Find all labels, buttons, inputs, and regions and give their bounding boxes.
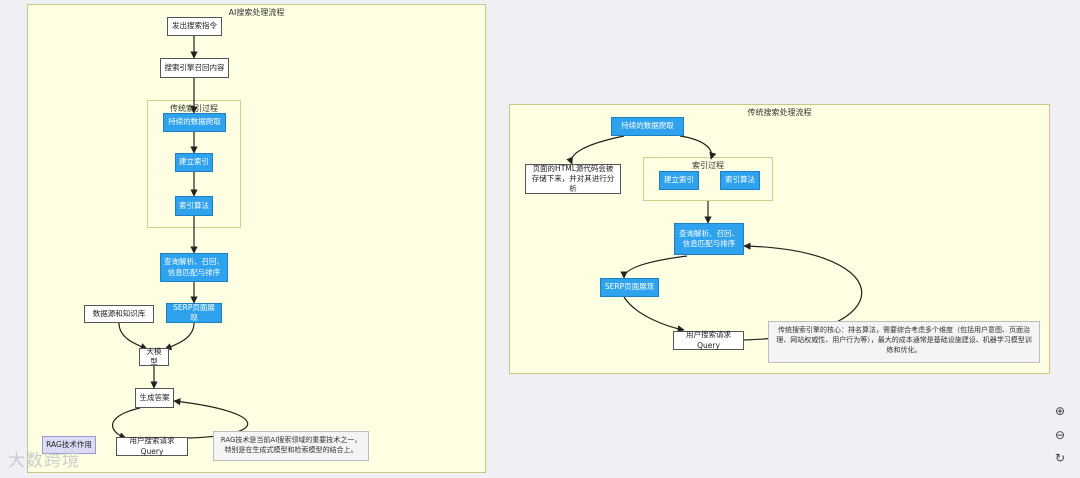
node-user-query-left[interactable]: 用户搜索请求Query [116,436,188,456]
edge-serp-to-llm [164,322,195,351]
node-serp-display[interactable]: SERP页面展现 [166,303,222,323]
zoom-in-icon[interactable]: ⊕ [1054,404,1066,418]
edge-generate-to-query [111,407,141,440]
edge-datasource-to-llm [118,322,148,350]
node-generate-answer[interactable]: 生成答案 [135,388,174,408]
index-process-cluster-title: 索引过程 [692,161,724,170]
node-html-source-stored[interactable]: 页面的HTML源代码会被存储下来，并对其进行分析 [525,164,621,194]
node-datasource-knowledgebase[interactable]: 数据源和知识库 [84,305,154,323]
node-build-index[interactable]: 建立索引 [175,153,213,172]
node-large-model[interactable]: 大模型 [139,347,169,366]
reset-view-icon[interactable]: ↻ [1054,451,1066,465]
note-rag: RAG技术是当前AI搜索领域的重要技术之一，特别是在生成式模型和检索模型的结合上… [213,431,369,461]
note-ranking-core: 传统搜索引擎的核心：排名算法，需要综合考虑多个维度（包括用户意图、页面治理、网站… [768,321,1040,363]
node-build-index-right[interactable]: 建立索引 [659,171,699,190]
edge-crawl-to-html [566,135,625,165]
node-continuous-crawl[interactable]: 持续的数据爬取 [163,113,226,132]
node-serp-display-right[interactable]: SERP页面展现 [600,278,659,297]
node-rag-role[interactable]: RAG技术作用 [42,436,96,454]
edge-serp-to-user [623,296,685,333]
node-continuous-crawl-right[interactable]: 持续的数据爬取 [611,117,684,136]
node-user-query-right[interactable]: 用户搜索请求Query [673,330,744,350]
node-issue-search-command[interactable]: 发出搜索指令 [167,17,222,36]
node-engine-recall[interactable]: 搜索引擎召回内容 [160,58,229,78]
edge-query-to-serp-r [620,255,688,279]
ai-search-panel-title: AI搜索处理流程 [228,8,285,17]
node-index-algorithm-right[interactable]: 索引算法 [720,171,760,190]
watermark-logo: 大数跨境 [8,446,80,471]
node-query-parse[interactable]: 查询解析、召回、信息匹配与排序 [160,253,228,282]
zoom-out-icon[interactable]: ⊖ [1054,428,1066,442]
ai-search-panel: AI搜索处理流程 [27,4,486,473]
traditional-search-panel-title: 传统搜索处理流程 [747,108,812,117]
node-query-parse-right[interactable]: 查询解析、召回、信息匹配与排序 [674,223,744,255]
node-index-algorithm[interactable]: 索引算法 [175,196,213,216]
edge-crawl-to-index [679,135,717,160]
watermark-text: 大数跨境 [8,451,80,471]
